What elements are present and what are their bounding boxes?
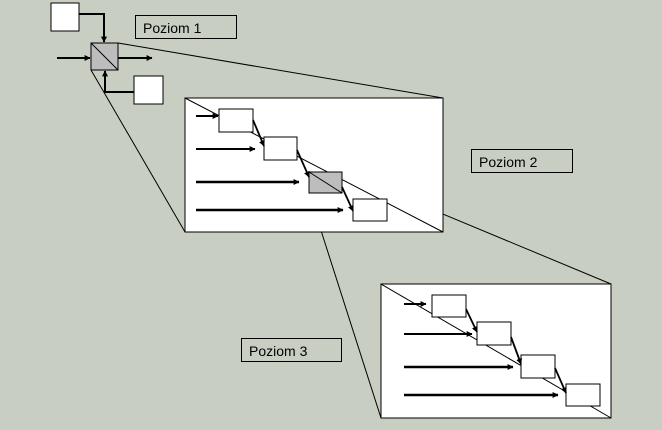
- level2-step-box-4: [352, 198, 388, 222]
- level1-feedback-arrow: [102, 70, 134, 93]
- level2-step-arrow-3: [341, 186, 354, 212]
- level3-panel: [380, 283, 612, 419]
- level1-label: Poziom 1: [135, 15, 237, 39]
- level3-step-box-1: [431, 294, 467, 318]
- level3-label: Poziom 3: [241, 338, 342, 362]
- level3-step-box-4: [565, 383, 601, 407]
- level3-step-arrow-3: [554, 367, 567, 394]
- level1-highlight-diagonal: [90, 42, 119, 71]
- level2-highlight-diagonal: [308, 171, 343, 194]
- level1-input-box: [50, 2, 80, 32]
- level1-group: [50, 2, 164, 105]
- level2-step-arrow-2: [296, 149, 310, 178]
- level2-step-box-1: [218, 108, 254, 133]
- level2-step-box-2: [263, 136, 298, 161]
- level1-top-arrow: [79, 13, 107, 43]
- level3-step-box-2: [476, 321, 512, 346]
- level2-panel: [184, 97, 444, 233]
- level3-step-arrow-1: [465, 308, 478, 333]
- level3-step-box-3: [520, 354, 556, 379]
- level3-step-arrow-2: [510, 336, 522, 365]
- zoom-lines-level1-to-level2: [90, 42, 444, 233]
- level2-label: Poziom 2: [471, 149, 573, 173]
- level1-feedback-box: [133, 75, 164, 105]
- level2-step-arrow-1: [252, 119, 265, 147]
